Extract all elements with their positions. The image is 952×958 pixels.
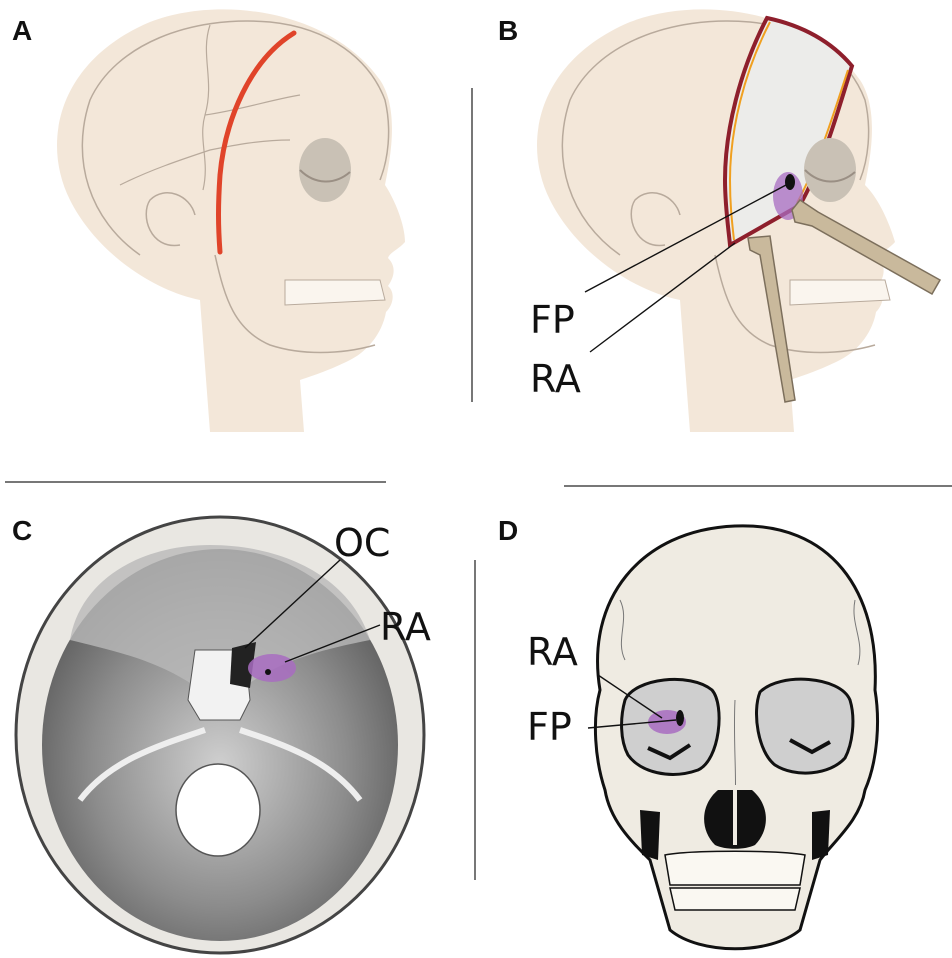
panel-b-letter: B xyxy=(498,15,518,46)
head-silhouette xyxy=(57,9,405,432)
teeth xyxy=(790,280,890,305)
ra-dot xyxy=(265,669,271,675)
orbit-left xyxy=(756,679,852,773)
fp-label: FP xyxy=(530,298,575,342)
panel-d-letter: D xyxy=(498,515,518,546)
panel-a: A xyxy=(12,9,405,432)
ra-label: RA xyxy=(380,605,431,649)
ra-highlight xyxy=(248,654,296,682)
fp-dot xyxy=(676,710,684,726)
panel-b: B FP RA xyxy=(498,9,940,432)
teeth xyxy=(285,280,385,305)
fp-dot xyxy=(785,174,795,190)
panel-c-letter: C xyxy=(12,515,32,546)
eye xyxy=(299,138,351,202)
ra-label: RA xyxy=(527,630,578,674)
ra-label: RA xyxy=(530,357,581,401)
eye xyxy=(804,138,856,202)
panel-d: D RA FP xyxy=(498,515,878,949)
teeth-upper xyxy=(665,851,805,885)
fp-label: FP xyxy=(527,705,572,749)
foramen-magnum xyxy=(176,764,260,856)
maxilla-left xyxy=(640,810,660,860)
teeth-lower xyxy=(670,888,800,910)
panel-a-letter: A xyxy=(12,15,32,46)
oc-label: OC xyxy=(334,521,390,565)
maxilla-right xyxy=(812,810,830,860)
panel-c: C OC RA xyxy=(12,515,431,953)
